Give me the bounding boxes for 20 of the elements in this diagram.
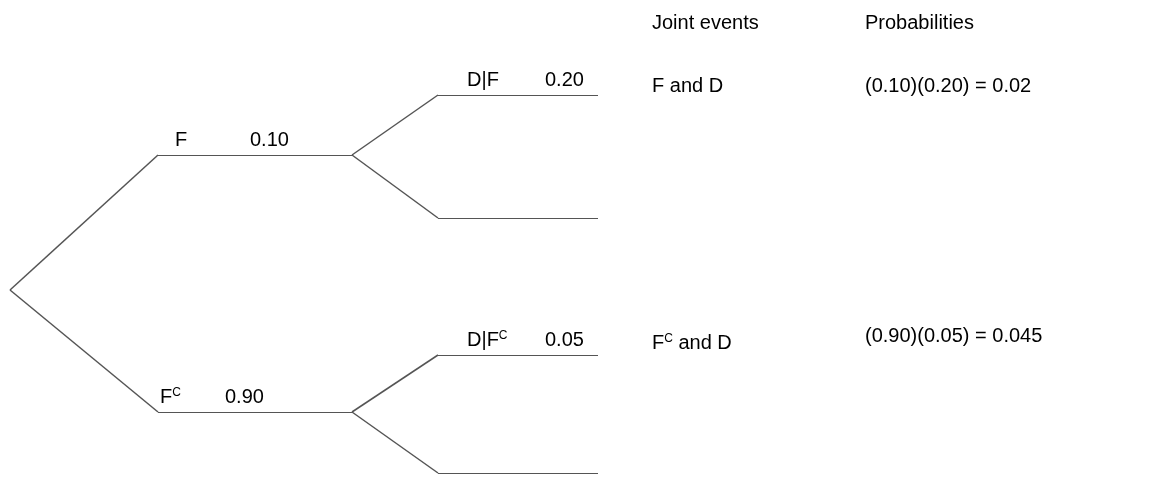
- probability-formula: (0.90)(0.05) = 0.045: [865, 323, 1043, 347]
- tree-branch: [9, 289, 159, 413]
- column-header: Joint events: [652, 10, 759, 34]
- branch-label: F$^{C}$: [160, 384, 181, 408]
- joint-event: F$^{C}$ and D: [652, 330, 732, 354]
- branch-label: D|F$^{C}$: [467, 327, 508, 351]
- probability-formula: (0.10)(0.20) = 0.02: [865, 73, 1032, 97]
- probability-value: 0.20: [545, 67, 584, 91]
- probability-value: 0.10: [250, 127, 289, 151]
- tree-branch: [351, 154, 439, 219]
- joint-event: F and D: [652, 73, 724, 97]
- tree-branch: [351, 354, 439, 413]
- branch-label: F: [175, 127, 188, 151]
- tree-branch: [9, 154, 159, 291]
- probability-value: 0.90: [225, 384, 264, 408]
- tree-branch: [351, 411, 439, 474]
- probability-value: 0.05: [545, 327, 584, 351]
- tree-branch: [351, 94, 439, 156]
- branch-label: D|F: [467, 67, 499, 91]
- column-header: Probabilities: [865, 10, 974, 34]
